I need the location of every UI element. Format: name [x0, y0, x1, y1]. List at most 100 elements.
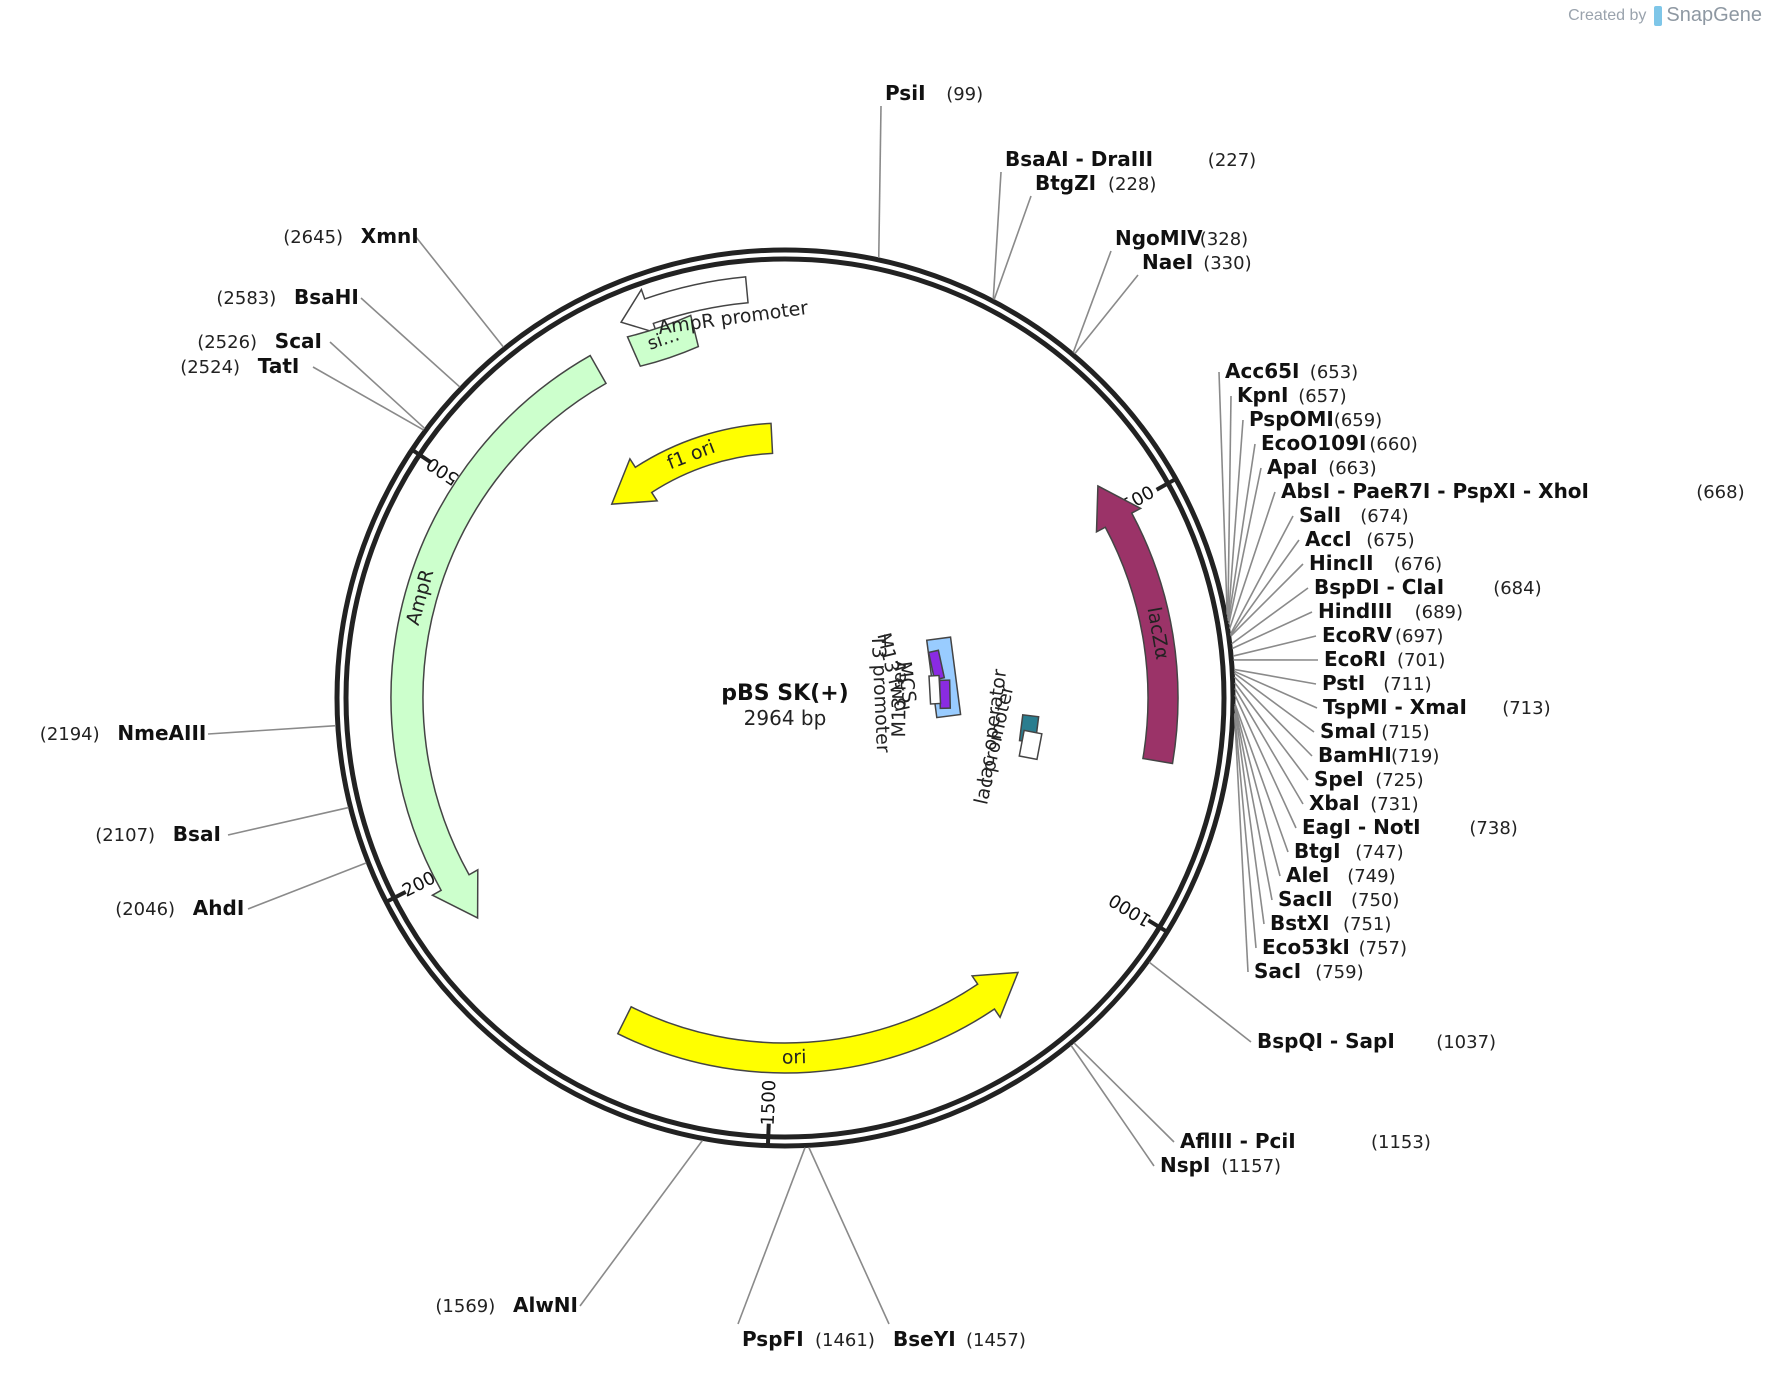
restriction-site[interactable]: ScaI(2526): [197, 329, 426, 430]
restriction-site[interactable]: SmaI(715): [1233, 672, 1430, 743]
restriction-site[interactable]: BspQI - SapI(1037): [1148, 961, 1496, 1053]
restriction-site[interactable]: TatI(2524): [180, 354, 424, 431]
restriction-site[interactable]: HincII(676): [1230, 551, 1442, 637]
restriction-site[interactable]: AflIII - PciI(1153): [1073, 1042, 1431, 1153]
site-position: (711): [1383, 674, 1431, 695]
site-leader-line: [1072, 250, 1112, 353]
feature-signal[interactable]: [626, 314, 700, 368]
site-position: (1157): [1221, 1156, 1281, 1177]
site-leader-line: [227, 806, 349, 836]
site-enzyme-name: XbaI: [1309, 791, 1360, 815]
site-position: (674): [1360, 506, 1408, 527]
site-leader-line: [1230, 563, 1304, 637]
site-enzyme-name: AflIII - PciI: [1180, 1129, 1296, 1153]
site-enzyme-name: SpeI: [1314, 767, 1364, 791]
restriction-site[interactable]: NgoMIV(328): [1072, 226, 1248, 353]
restriction-site[interactable]: SacII(750): [1234, 706, 1399, 911]
site-enzyme-name: NmeAIII: [117, 721, 206, 745]
restriction-site[interactable]: SacI(759): [1233, 715, 1364, 983]
restriction-site[interactable]: NspI (1157): [1070, 1044, 1281, 1177]
site-leader-line: [312, 366, 424, 431]
restriction-site[interactable]: XbaI(731): [1234, 688, 1419, 815]
site-leader-line: [579, 1139, 704, 1307]
tick-mark-500: [1155, 477, 1176, 492]
restriction-sites: PsiI(99)BsaAI - DraIII(227)BtgZI(228)Ngo…: [40, 81, 1745, 1351]
feature-lacpromoter[interactable]: [1018, 729, 1043, 761]
restriction-site[interactable]: TspMI - XmaI(713): [1233, 670, 1551, 719]
site-enzyme-name: SacII: [1278, 887, 1333, 911]
site-enzyme-name: ScaI: [275, 329, 322, 353]
tick-mark-2000: [386, 890, 407, 904]
feature-f1ori[interactable]: [610, 422, 774, 505]
site-leader-line: [1234, 694, 1297, 829]
site-leader-line: [1234, 705, 1281, 877]
site-leader-line: [877, 105, 882, 258]
site-enzyme-name: BtgI: [1294, 839, 1341, 863]
site-position: (675): [1366, 530, 1414, 551]
restriction-site[interactable]: SalI(674): [1229, 503, 1409, 635]
restriction-site[interactable]: AlwNI(1569): [435, 1139, 704, 1317]
restriction-site[interactable]: AccI(675): [1229, 527, 1415, 636]
site-leader-line: [1229, 515, 1294, 635]
site-leader-line: [808, 1147, 890, 1325]
site-leader-line: [737, 1147, 806, 1325]
feature-lacza[interactable]: [1095, 484, 1179, 765]
credit-brand: SnapGene: [1666, 4, 1762, 26]
restriction-site[interactable]: BamHI(719): [1233, 676, 1440, 767]
restriction-site[interactable]: PspFI(1461): [737, 1147, 875, 1351]
site-enzyme-name: NspI: [1160, 1153, 1210, 1177]
site-enzyme-name: TspMI - XmaI: [1323, 695, 1467, 719]
restriction-site[interactable]: NaeI(330): [1074, 250, 1252, 355]
restriction-site[interactable]: NmeAIII(2194): [40, 721, 336, 745]
site-position: (1457): [966, 1330, 1026, 1351]
restriction-site[interactable]: Acc65I(653): [1218, 359, 1358, 615]
restriction-site[interactable]: XmnI(2645): [283, 224, 504, 348]
restriction-site[interactable]: PsiI(99): [877, 81, 983, 258]
plasmid-backbone: [334, 247, 1236, 1149]
credit-prefix: Created by: [1568, 6, 1647, 24]
restriction-site[interactable]: AhdI(2046): [115, 862, 367, 920]
feature-t3promoter[interactable]: [928, 674, 942, 705]
restriction-site[interactable]: PspOMI(659): [1227, 407, 1382, 621]
site-leader-line: [1074, 274, 1139, 355]
site-leader-line: [992, 171, 1002, 300]
restriction-site[interactable]: ApaI(663): [1228, 455, 1377, 625]
feature-ampr_promoter[interactable]: [619, 276, 749, 335]
site-enzyme-name: BsaI: [173, 822, 221, 846]
site-leader-line: [207, 724, 336, 735]
restriction-site[interactable]: PstI(711): [1233, 668, 1432, 695]
site-position: (715): [1381, 722, 1429, 743]
restriction-site[interactable]: EcoRV(697): [1232, 623, 1443, 657]
site-position: (2583): [216, 288, 276, 309]
restriction-site[interactable]: BsaAI - DraIII(227): [992, 147, 1256, 300]
site-leader-line: [1227, 443, 1256, 622]
restriction-site[interactable]: HindIII(689): [1231, 599, 1463, 650]
site-leader-line: [1231, 611, 1313, 650]
restriction-site[interactable]: EcoO109I(660): [1227, 431, 1418, 622]
restriction-site[interactable]: BtgI(747): [1234, 703, 1404, 863]
restriction-site[interactable]: BseYI(1457): [808, 1147, 1026, 1351]
restriction-site[interactable]: EagI - NotI(738): [1234, 694, 1518, 839]
site-enzyme-name: BamHI: [1318, 743, 1392, 767]
site-enzyme-name: PsiI: [885, 81, 926, 105]
restriction-site[interactable]: BtgZI(228): [993, 171, 1156, 300]
restriction-site[interactable]: BstXI(751): [1234, 707, 1392, 935]
site-enzyme-name: BsaAI - DraIII: [1005, 147, 1153, 171]
restriction-site[interactable]: AbsI - PaeR7I - PspXI - XhoI(668): [1228, 479, 1745, 629]
feature-ori[interactable]: [616, 971, 1020, 1074]
feature-ampr[interactable]: [390, 354, 608, 920]
restriction-site[interactable]: AleI(749): [1234, 705, 1396, 887]
site-leader-line: [329, 341, 426, 430]
restriction-site[interactable]: Eco53kI(757): [1233, 713, 1407, 959]
site-position: (757): [1359, 938, 1407, 959]
restriction-site[interactable]: EcoRI(701): [1233, 647, 1445, 671]
restriction-site[interactable]: BsaI(2107): [95, 806, 349, 846]
restriction-site[interactable]: SpeI(725): [1234, 682, 1424, 791]
site-position: (659): [1334, 410, 1382, 431]
restriction-site[interactable]: BspDI - ClaI(684): [1231, 575, 1542, 645]
restriction-site[interactable]: KpnI(657): [1227, 383, 1347, 619]
site-enzyme-name: EcoRI: [1324, 647, 1386, 671]
site-position: (228): [1108, 174, 1156, 195]
restriction-site[interactable]: BsaHI(2583): [216, 285, 461, 388]
